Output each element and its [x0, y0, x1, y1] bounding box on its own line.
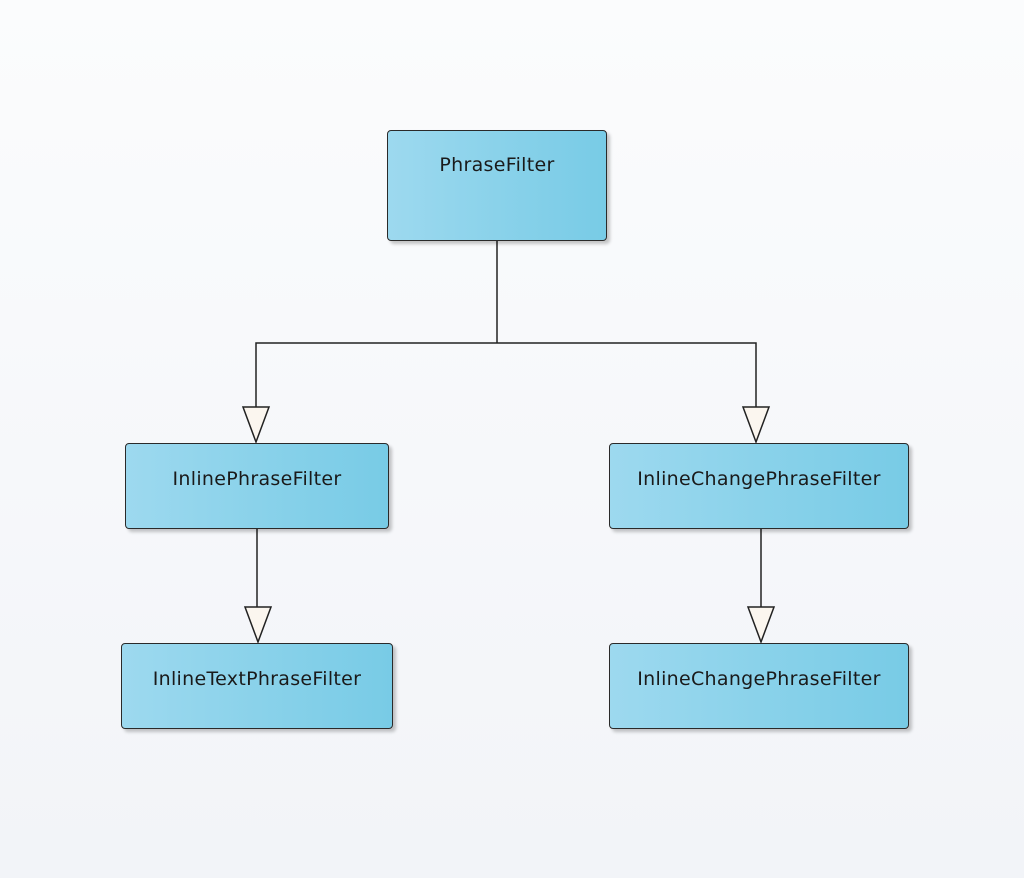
arrowhead-icon — [243, 606, 273, 645]
arrowhead-icon — [741, 406, 771, 445]
class-node-inlinechangephrasefilter[interactable]: InlineChangePhraseFilter — [609, 443, 909, 529]
class-node-phrasefilter[interactable]: PhraseFilter — [387, 130, 607, 241]
class-node-inlinechangephrasefilter-child[interactable]: InlineChangePhraseFilter — [609, 643, 909, 729]
class-node-label: InlineChangePhraseFilter — [637, 468, 881, 490]
class-node-label: InlineTextPhraseFilter — [152, 668, 362, 690]
generalization-connectors — [255, 241, 762, 607]
class-node-label: PhraseFilter — [439, 154, 555, 176]
generalization-arrowheads — [241, 406, 776, 645]
connector-phrasefilter-to-inlinephrasefilter — [255, 342, 497, 408]
connector-phrasefilter-to-inlinechangephrasefilter — [497, 342, 757, 408]
class-node-inlinetextphrasefilter[interactable]: InlineTextPhraseFilter — [121, 643, 393, 729]
class-node-label: InlinePhraseFilter — [172, 468, 342, 490]
class-node-label: InlineChangePhraseFilter — [637, 668, 881, 690]
arrowhead-icon — [241, 406, 271, 445]
arrowhead-icon — [746, 606, 776, 645]
class-node-inlinephrasefilter[interactable]: InlinePhraseFilter — [125, 443, 389, 529]
